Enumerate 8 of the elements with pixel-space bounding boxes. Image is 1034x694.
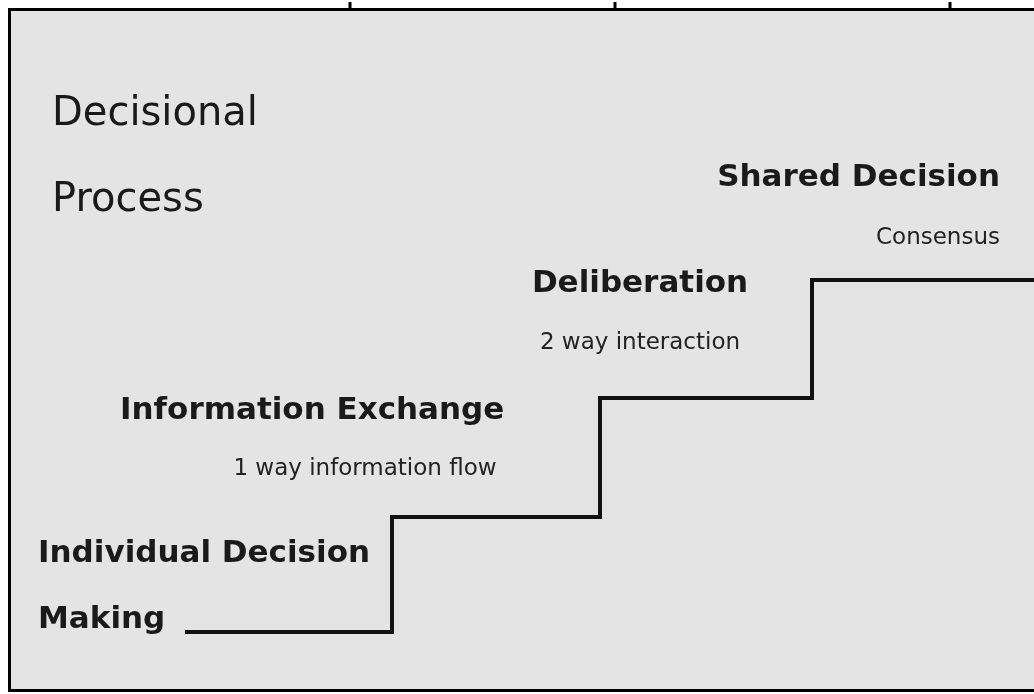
step-label: Shared Decision xyxy=(716,156,1000,195)
step-label: Individual Decision Making xyxy=(38,532,372,637)
step-description: 2 way interaction xyxy=(538,327,742,356)
step-label: Information Exchange xyxy=(120,389,506,428)
step-description: Consensus xyxy=(875,222,1000,251)
step-description: 1 way information flow xyxy=(232,453,498,482)
step-label: Deliberation xyxy=(530,262,750,301)
title: Decisional Process xyxy=(52,87,259,222)
